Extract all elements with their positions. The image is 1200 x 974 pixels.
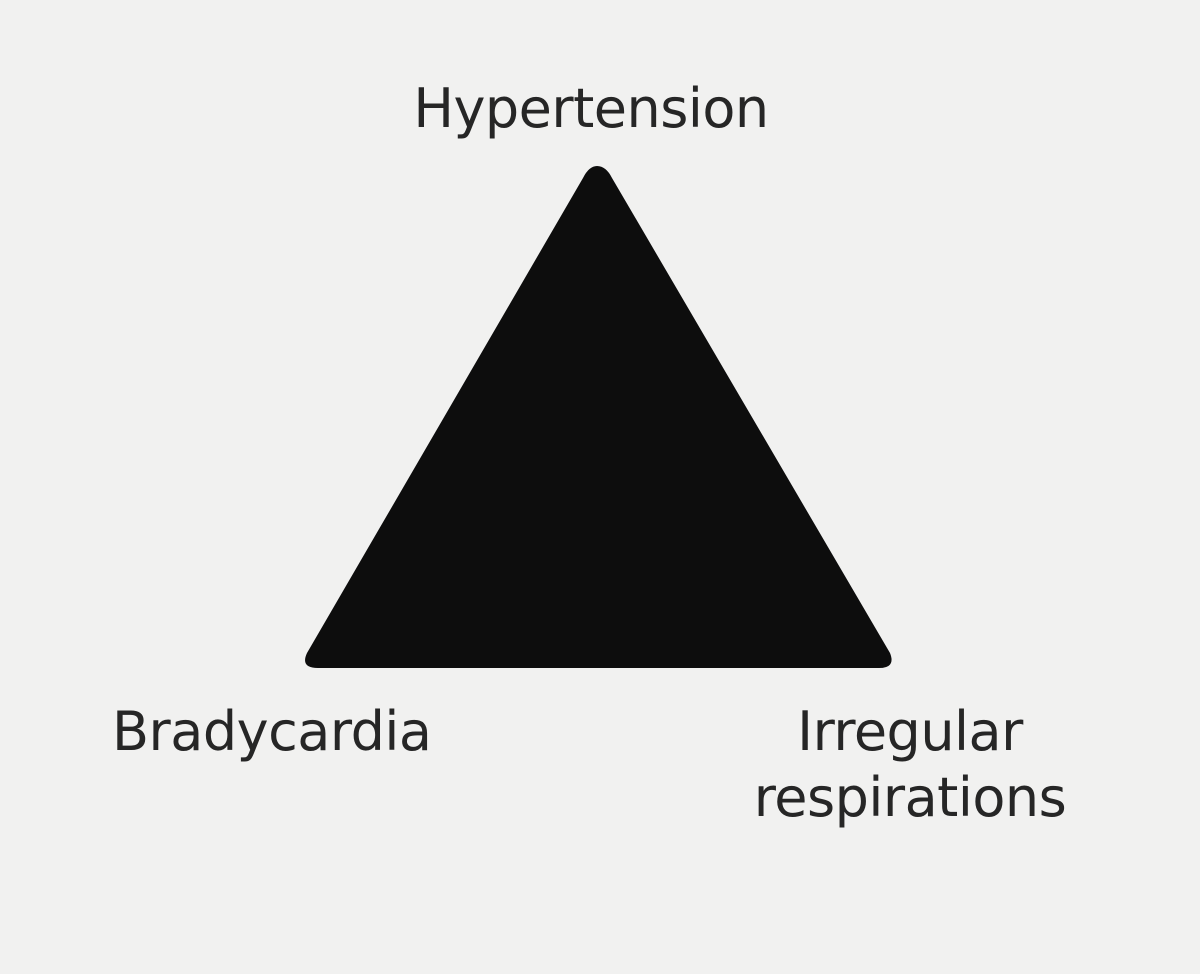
label-irregular-line: Irregular: [797, 700, 1023, 763]
label-bradycardia: Bradycardia: [112, 700, 432, 763]
label-respirations-line: respirations: [753, 765, 1067, 829]
label-hypertension: Hypertension: [413, 77, 769, 140]
triangle-fill: [305, 166, 892, 668]
label-irregular-respirations: Irregular respirations: [700, 699, 1120, 831]
